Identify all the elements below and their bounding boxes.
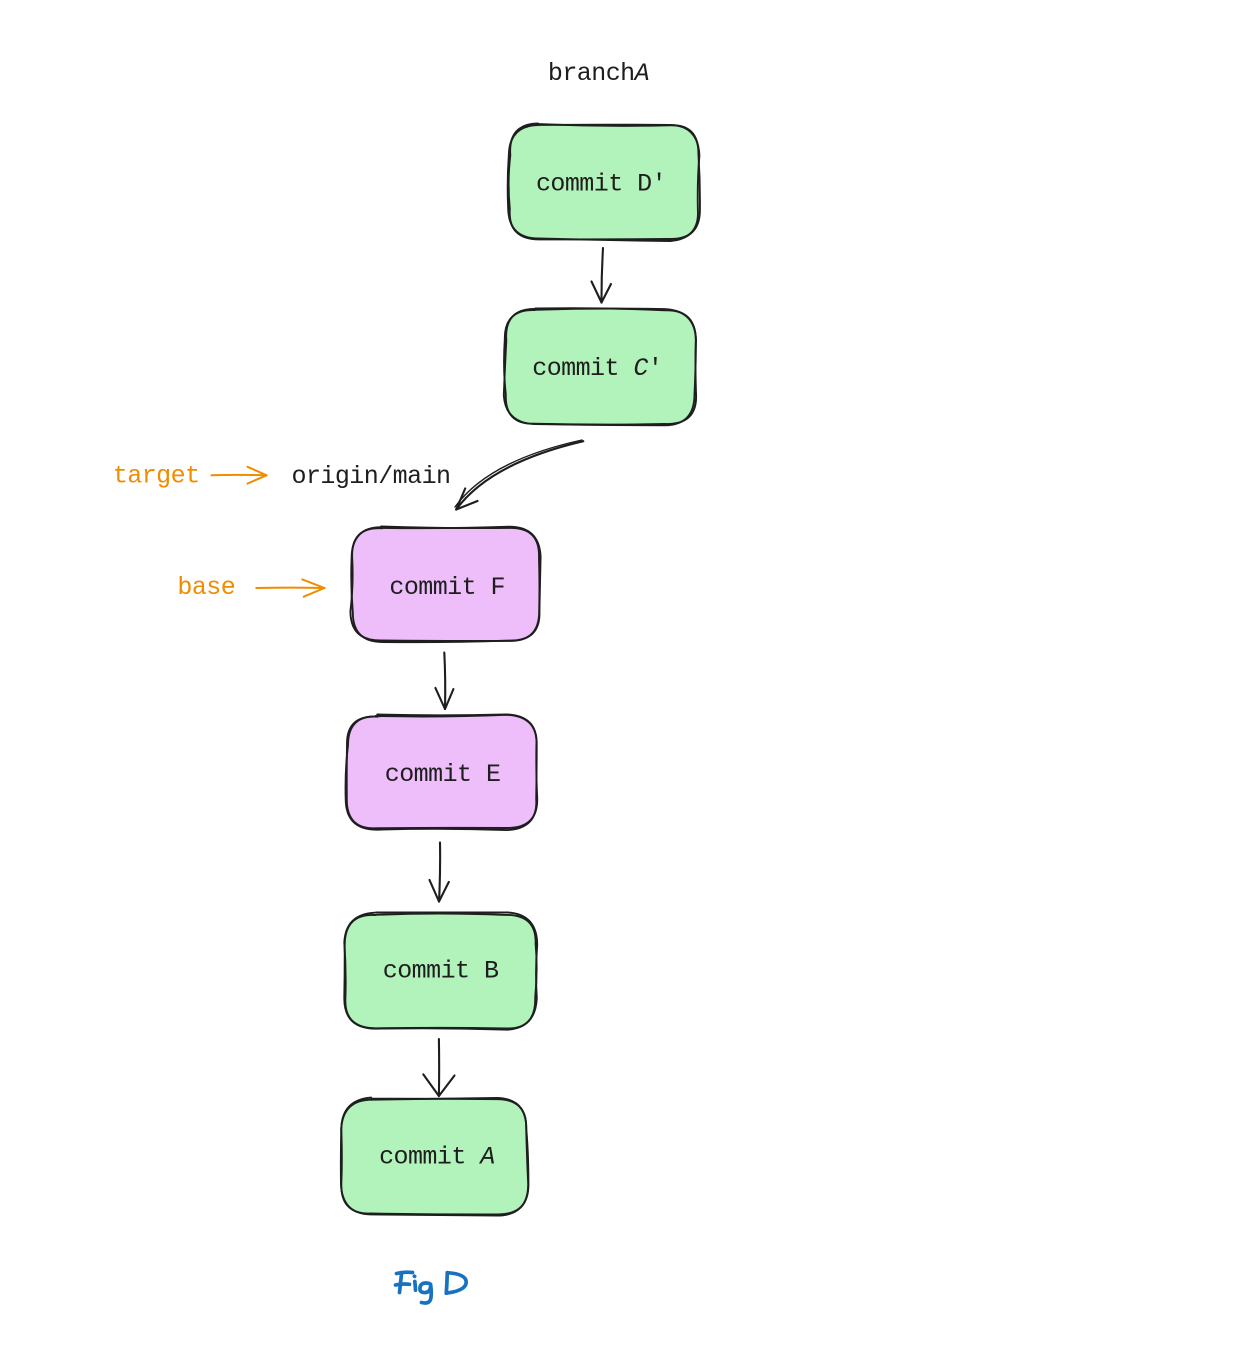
svg-text:origin/main: origin/main	[292, 462, 451, 491]
svg-text:commit D': commit D'	[536, 169, 666, 198]
svg-text:commit F: commit F	[389, 573, 505, 602]
svg-text:target: target	[113, 461, 200, 490]
svg-text:commit E: commit E	[385, 760, 501, 789]
svg-text:commit A: commit A	[379, 1143, 495, 1172]
svg-text:commit C': commit C'	[532, 354, 662, 383]
svg-text:base: base	[177, 573, 235, 602]
svg-text:commit B: commit B	[383, 957, 499, 986]
svg-text:branchA: branchA	[548, 59, 649, 88]
